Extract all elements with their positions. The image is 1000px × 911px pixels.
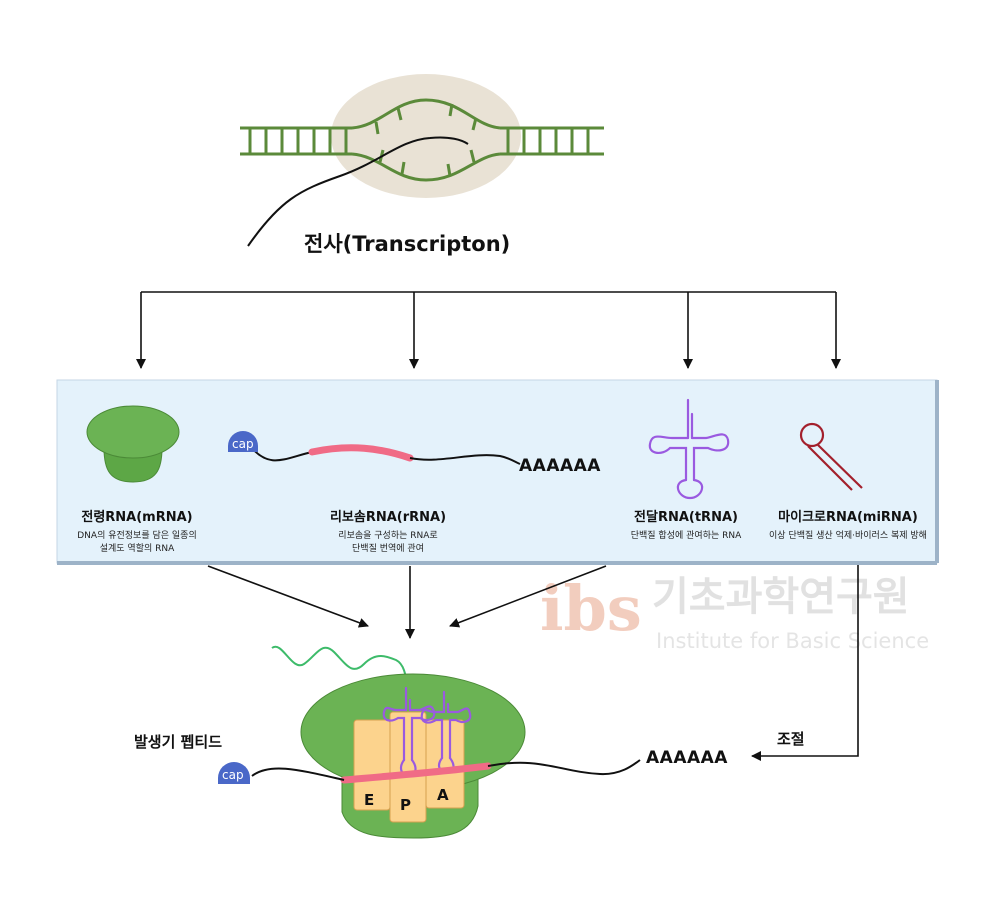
mirna-icon xyxy=(799,422,863,491)
nascent-rna-strand xyxy=(247,136,469,247)
converge-arrows xyxy=(207,565,607,639)
trna-label: 전달RNA(tRNA) xyxy=(634,509,738,525)
mrna-icon xyxy=(86,405,180,483)
mrna-in-ribosome xyxy=(340,762,492,784)
regulation-label: 조절 xyxy=(777,730,805,748)
nascent-peptide-label: 발생기 펩티드 xyxy=(134,733,222,751)
nascent-peptide xyxy=(271,645,407,683)
ibs-watermark: ibs 기초과학연구원 Institute for Basic Science xyxy=(540,572,929,653)
mrna-5-prime xyxy=(251,767,345,781)
trna-icon xyxy=(648,398,730,500)
cap-icon xyxy=(228,431,258,452)
dna-double-helix xyxy=(240,98,604,182)
rrna-desc-1: 리보솜을 구성하는 RNA로 xyxy=(338,530,437,541)
mirna-label: 마이크로RNA(miRNA) xyxy=(778,509,918,525)
ribosome-cap-label: cap xyxy=(222,768,244,782)
transcription-title: 전사(Transcripton) xyxy=(304,232,510,256)
mrna-label: 전령RNA(mRNA) xyxy=(81,509,192,525)
mrna-3-prime xyxy=(487,759,641,776)
p-site-label: P xyxy=(400,796,411,814)
trna-desc-1: 단백질 합성에 관여하는 RNA xyxy=(631,529,742,541)
ibs-korean-name: 기초과학연구원 xyxy=(652,574,910,620)
ribosome-cap-icon xyxy=(218,762,250,784)
poly-a-tail: AAAAAA xyxy=(519,456,601,476)
ribosome: E P A xyxy=(300,673,526,839)
rrna-strand: cap xyxy=(228,431,521,465)
rna-polymerase xyxy=(331,74,521,198)
mrna-desc-1: DNA의 유전정보를 담은 일종의 xyxy=(77,529,196,541)
ibs-english-name: Institute for Basic Science xyxy=(656,629,929,653)
rrna-label: 리보솜RNA(rRNA) xyxy=(330,509,446,525)
mirna-desc-1: 이상 단백질 생산 억제·바이러스 복제 방해 xyxy=(769,529,927,541)
ribosome-poly-a-tail: AAAAAA xyxy=(646,748,728,768)
mrna-desc-2: 설계도 역할의 RNA xyxy=(100,542,175,554)
regulation-arrow xyxy=(751,565,859,761)
a-site xyxy=(425,719,465,809)
branch-arrows xyxy=(136,291,841,369)
e-site-label: E xyxy=(364,791,374,809)
cap-label: cap xyxy=(232,437,254,451)
transcription-bubble xyxy=(240,74,604,247)
a-site-label: A xyxy=(437,786,449,804)
rrna-desc-2: 단백질 번역에 관여 xyxy=(352,542,424,554)
ibs-logo: ibs xyxy=(540,572,642,645)
